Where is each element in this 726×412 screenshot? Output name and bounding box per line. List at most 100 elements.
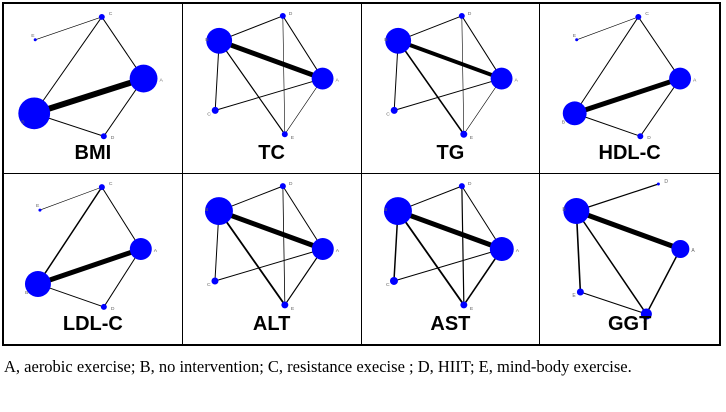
- node-label-B: B: [562, 119, 566, 125]
- edge-A-B: [31, 75, 147, 117]
- node-label-D: D: [665, 179, 669, 185]
- edge-A-C: [214, 248, 324, 282]
- edge-A-C: [393, 78, 502, 111]
- node-A: [311, 238, 334, 260]
- node-C: [98, 13, 105, 20]
- node-label-C: C: [207, 111, 211, 117]
- node-label-E: E: [573, 33, 577, 39]
- edge-D-E: [460, 185, 464, 306]
- edge-A-E: [284, 78, 323, 135]
- node-E: [459, 301, 467, 309]
- node-C: [389, 276, 398, 285]
- node-label-A: A: [692, 248, 696, 254]
- edge-B-E: [217, 210, 286, 306]
- panel-label: TG: [436, 142, 465, 164]
- panel-label: TC: [258, 142, 285, 164]
- node-E: [281, 301, 289, 309]
- edge-A-B: [572, 76, 683, 116]
- node-A: [489, 237, 514, 261]
- node-label-D: D: [289, 11, 293, 17]
- node-label-E: E: [469, 306, 473, 312]
- node-A: [671, 240, 690, 258]
- edge-A-C: [101, 186, 142, 250]
- node-D: [100, 133, 107, 140]
- node-label-A: A: [514, 78, 518, 84]
- node-B: [383, 197, 412, 226]
- node-label-D: D: [289, 181, 293, 187]
- node-label-B: B: [21, 119, 25, 125]
- edge-A-B: [216, 208, 326, 252]
- node-label-D: D: [467, 181, 471, 187]
- panel-label: ALT: [252, 313, 291, 335]
- edge-A-D: [282, 15, 323, 80]
- edge-C-E: [580, 291, 648, 315]
- edge-B-E: [396, 39, 465, 136]
- edge-C-E: [39, 186, 103, 211]
- edge-A-B: [395, 38, 504, 81]
- node-label-C: C: [644, 320, 648, 326]
- node-label-C: C: [109, 11, 113, 17]
- edge-D-E: [282, 15, 285, 135]
- node-D: [657, 182, 661, 186]
- edge-A-D: [282, 185, 324, 250]
- node-label-D: D: [467, 11, 471, 17]
- edge-A-D: [103, 248, 142, 308]
- node-label-E: E: [573, 293, 577, 299]
- node-label-A: A: [335, 78, 339, 84]
- edge-D-E: [282, 185, 286, 306]
- edge-B-D: [576, 183, 660, 212]
- node-label-D: D: [111, 306, 115, 312]
- node-E: [38, 208, 42, 212]
- edge-A-C: [392, 248, 502, 282]
- node-B: [204, 197, 233, 226]
- node-label-A: A: [693, 78, 697, 84]
- node-A: [311, 67, 334, 90]
- edge-B-C: [37, 186, 103, 285]
- network-graph-ggt: A B C D E: [563, 179, 696, 326]
- node-C: [641, 308, 653, 320]
- node-label-E: E: [291, 135, 295, 141]
- edge-A-E: [463, 78, 502, 135]
- node-B: [563, 198, 590, 224]
- edge-A-B: [574, 208, 684, 252]
- node-A: [490, 67, 513, 90]
- node-label-E: E: [36, 203, 40, 209]
- edge-B-E: [575, 210, 582, 293]
- edge-A-D: [460, 185, 502, 250]
- edge-A-C: [638, 16, 681, 80]
- node-E: [33, 38, 37, 42]
- node-label-E: E: [31, 33, 35, 39]
- node-B: [24, 270, 51, 297]
- node-label-C: C: [109, 181, 113, 187]
- panel-label: AST: [430, 313, 471, 335]
- edge-A-C: [645, 248, 682, 315]
- node-label-B: B: [563, 207, 567, 213]
- node-D: [100, 303, 107, 310]
- node-C: [98, 184, 105, 191]
- node-label-C: C: [207, 282, 211, 288]
- node-label-C: C: [385, 282, 389, 288]
- node-C: [211, 106, 219, 114]
- node-label-C: C: [386, 111, 390, 117]
- node-A: [129, 64, 158, 93]
- node-E: [459, 130, 467, 138]
- edge-B-C: [574, 16, 640, 114]
- node-C: [635, 13, 642, 20]
- node-C: [211, 277, 219, 285]
- node-label-D: D: [648, 135, 652, 141]
- edge-B-C: [575, 210, 648, 315]
- node-label-B: B: [25, 290, 29, 296]
